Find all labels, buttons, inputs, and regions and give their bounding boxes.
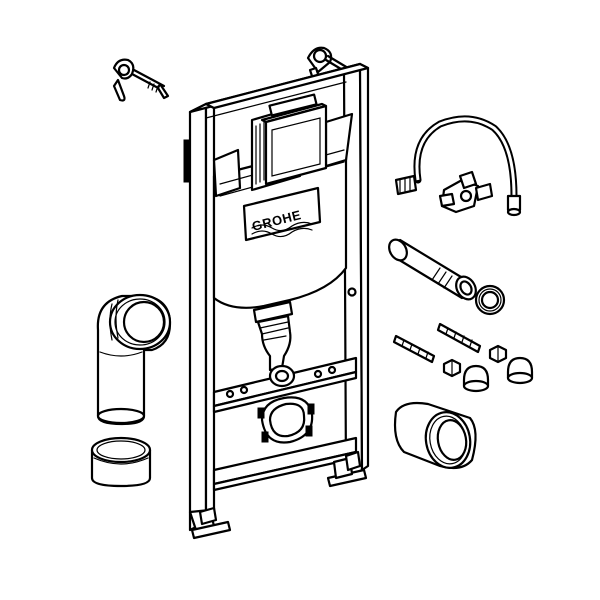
sealing-ring — [474, 284, 506, 316]
hex-nut-right — [488, 344, 508, 364]
cap-nut-right — [506, 356, 534, 385]
flex-hose — [394, 115, 522, 217]
wc-connection-plate — [257, 396, 315, 444]
threaded-rod-left — [392, 334, 436, 364]
cistern — [212, 93, 354, 324]
wc-elbow-pipe — [96, 293, 172, 426]
brand-plate — [242, 186, 322, 242]
connection-pipe — [388, 238, 477, 301]
flush-pipe — [256, 314, 296, 388]
threaded-rod-right — [436, 322, 482, 354]
pipe-sleeve — [90, 436, 152, 488]
mounting-frame — [183, 62, 370, 540]
drain-sleeve — [393, 401, 477, 470]
hex-nut-left — [442, 358, 462, 378]
cap-nut-left — [462, 364, 490, 393]
wall-anchor-left — [112, 58, 170, 102]
angle-valve — [438, 170, 494, 214]
